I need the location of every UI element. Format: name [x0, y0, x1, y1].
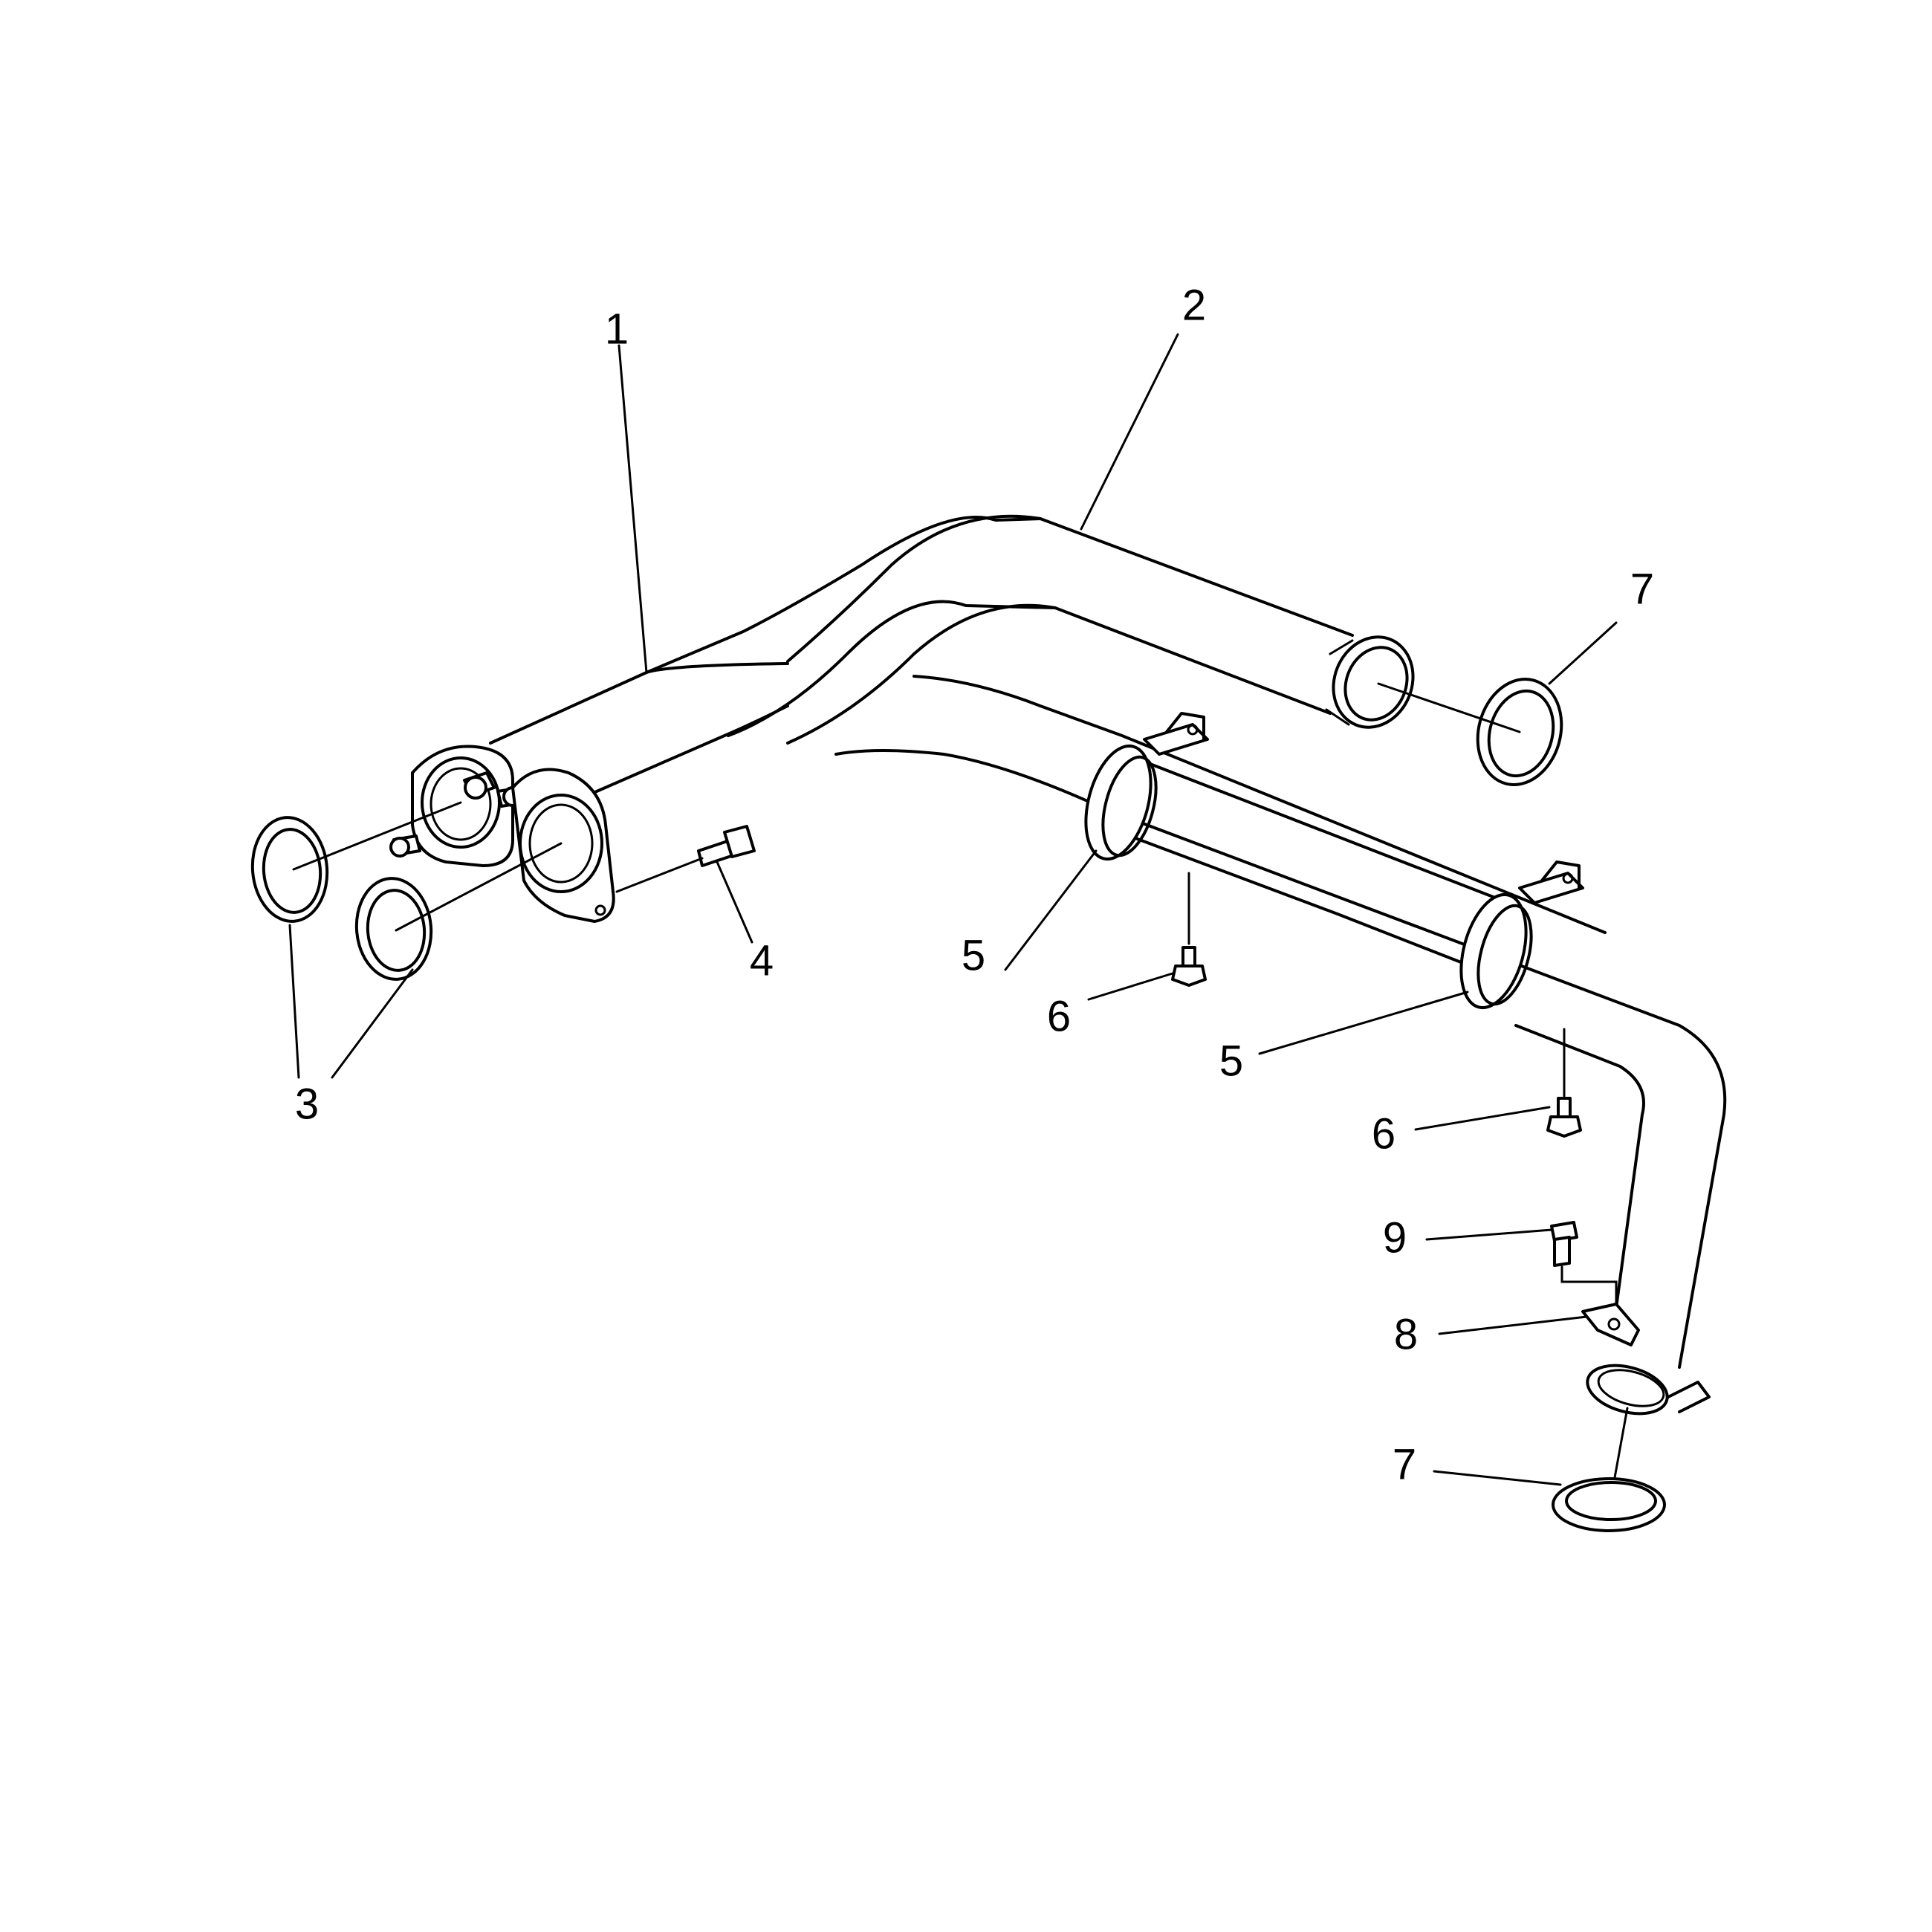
callout-6a: 6 [1047, 992, 1071, 1040]
callout-8: 8 [1394, 1310, 1418, 1358]
part-3-gasket-b [354, 877, 433, 981]
callout-4: 4 [750, 936, 774, 985]
flange-right [511, 768, 615, 923]
callout-5b: 5 [1219, 1037, 1243, 1085]
part-3-gasket-a [250, 816, 329, 923]
part-9-bolt [1550, 1221, 1618, 1324]
callout-6b: 6 [1372, 1109, 1395, 1158]
callout-7b: 7 [1393, 1440, 1416, 1488]
part-5-clamp-b [1459, 860, 1584, 1010]
part-7-ring-upper [1377, 678, 1563, 786]
pipe-1-outlet [1586, 1364, 1711, 1491]
callout-7a: 7 [1630, 565, 1654, 613]
part-8-flange-plate [1581, 1303, 1640, 1346]
callout-1: 1 [605, 305, 629, 353]
callout-9: 9 [1383, 1213, 1407, 1262]
part-5-clamp-a [1084, 712, 1209, 861]
callout-3: 3 [295, 1080, 319, 1128]
part-2-upper-pipe [645, 514, 1415, 745]
flange-left [389, 745, 525, 867]
leader-lines [288, 333, 1618, 1486]
part-6-bolt-a [1171, 872, 1207, 987]
part-1-front-pipe [489, 662, 1727, 1369]
part-6-bolt-b [1546, 1028, 1582, 1138]
callout-2: 2 [1182, 281, 1206, 329]
part-4-bolt [615, 825, 756, 893]
callout-5a: 5 [962, 931, 985, 979]
part-7-ring-lower [1552, 1477, 1666, 1532]
